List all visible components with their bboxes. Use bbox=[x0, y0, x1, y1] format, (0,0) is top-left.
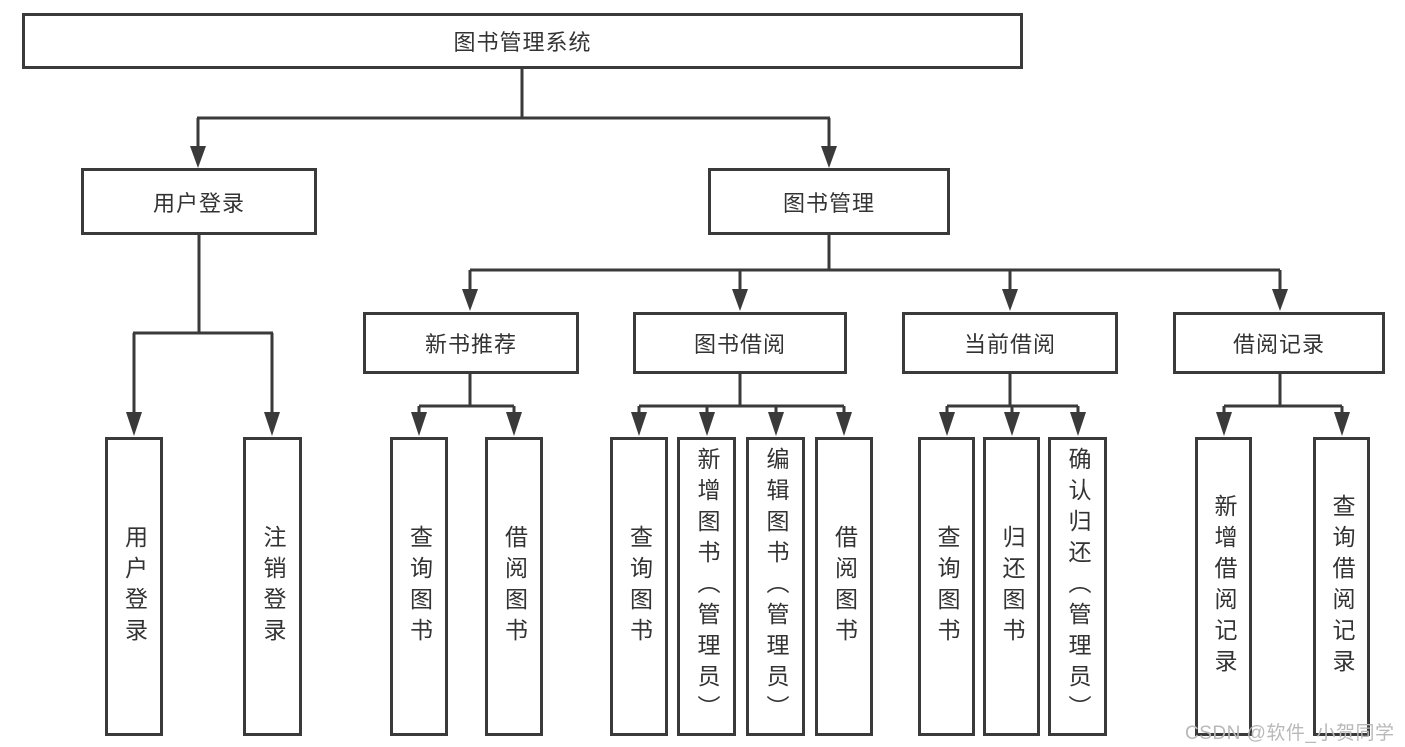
arrowheads-user-login-leaves bbox=[126, 412, 280, 436]
leaf-query-books-2: 查询图书 bbox=[610, 437, 668, 736]
leaf-query-borrow-record: 查询借阅记录 bbox=[1313, 437, 1370, 736]
node-new-book-recommend-label: 新书推荐 bbox=[424, 332, 517, 357]
node-user-login: 用户登录 bbox=[81, 168, 317, 235]
node-root-label: 图书管理系统 bbox=[453, 30, 592, 55]
connector-current-borrow-to-leaves bbox=[945, 374, 1080, 414]
node-root: 图书管理系统 bbox=[22, 13, 1023, 69]
connector-user-login-to-leaves bbox=[132, 235, 274, 414]
leaf-return-book: 归还图书 bbox=[983, 437, 1040, 736]
connector-new-book-to-leaves bbox=[417, 374, 516, 414]
arrowheads-level2 bbox=[190, 146, 837, 168]
arrowheads-book-borrow-leaves bbox=[631, 412, 852, 436]
arrowheads-current-borrow-leaves bbox=[939, 412, 1086, 436]
leaf-query-books-1: 查询图书 bbox=[390, 437, 448, 736]
node-borrow-record: 借阅记录 bbox=[1173, 312, 1385, 374]
leaf-add-borrow-record: 新增借阅记录 bbox=[1195, 437, 1252, 736]
node-current-borrow-label: 当前借阅 bbox=[963, 332, 1056, 357]
node-book-management: 图书管理 bbox=[708, 168, 950, 235]
leaf-query-books-3: 查询图书 bbox=[918, 437, 975, 736]
leaf-logout: 注销登录 bbox=[243, 437, 302, 736]
connector-root-to-level2 bbox=[196, 68, 831, 148]
leaf-confirm-return-admin: 确认归还（管理员） bbox=[1048, 437, 1107, 736]
leaf-edit-book-admin: 编辑图书（管理员） bbox=[746, 437, 805, 736]
leaf-add-book-admin: 新增图书（管理员） bbox=[677, 437, 736, 736]
node-borrow-record-label: 借阅记录 bbox=[1232, 332, 1325, 357]
node-book-borrow-label: 图书借阅 bbox=[693, 332, 786, 357]
node-user-login-label: 用户登录 bbox=[152, 190, 245, 216]
leaf-borrow-books-2: 借阅图书 bbox=[815, 437, 873, 736]
arrowheads-level3 bbox=[462, 289, 1288, 311]
connector-book-borrow-to-leaves bbox=[637, 374, 846, 414]
leaf-borrow-books-1: 借阅图书 bbox=[485, 437, 543, 736]
connector-borrow-record-to-leaves bbox=[1222, 374, 1344, 414]
node-book-borrow: 图书借阅 bbox=[633, 312, 847, 374]
node-new-book-recommend: 新书推荐 bbox=[363, 312, 579, 374]
csdn-watermark: CSDN @软件_小贺同学 bbox=[1185, 723, 1395, 744]
arrowheads-borrow-record-leaves bbox=[1216, 412, 1350, 436]
node-book-management-label: 图书管理 bbox=[782, 190, 875, 216]
node-current-borrow: 当前借阅 bbox=[902, 312, 1118, 374]
leaf-user-login: 用户登录 bbox=[105, 437, 163, 736]
arrowheads-new-book-leaves bbox=[411, 412, 522, 436]
connector-book-mgmt-to-level3 bbox=[468, 235, 1282, 291]
